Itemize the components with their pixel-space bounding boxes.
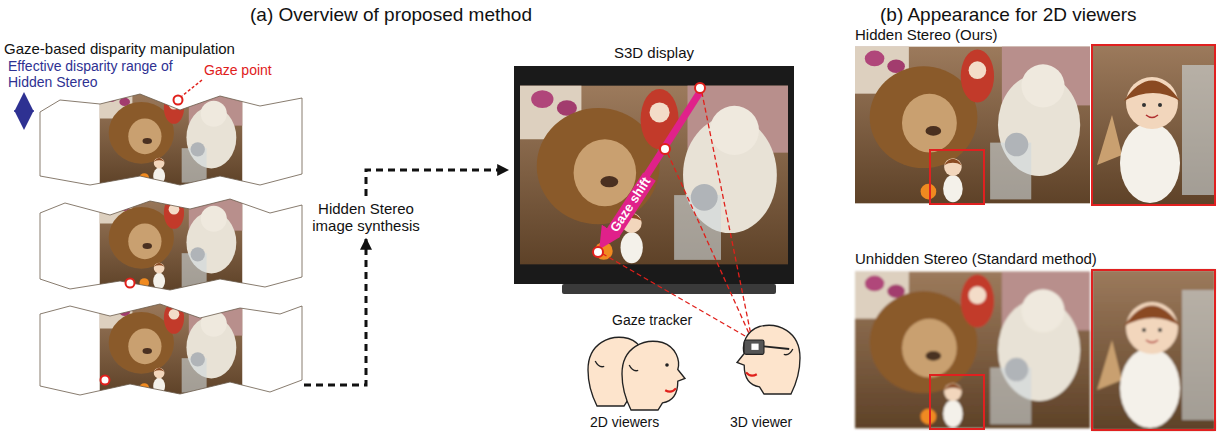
photo-unhidden-stereo (855, 270, 1215, 430)
arrow-label: Gaze shift (606, 172, 656, 237)
display-heading: S3D display (508, 44, 800, 61)
depth-map (40, 304, 302, 395)
gaze-point (174, 96, 183, 105)
gaze-point (101, 376, 110, 385)
panel-title: (a) Overview of proposed method (250, 4, 532, 26)
photo-hidden-stereo (855, 45, 1215, 205)
flow-arrow (366, 170, 508, 196)
panel-heading: Gaze-based disparity manipulation (4, 40, 304, 57)
s3d-display (514, 66, 794, 294)
node-box: S3D display (508, 44, 800, 300)
depth-map (40, 94, 302, 185)
depth-map (40, 199, 302, 290)
device-label: Gaze tracker (612, 312, 692, 328)
image-heading: Unhidden Stereo (Standard method) (855, 250, 1097, 267)
process-step: Hidden Stereo image synthesis (310, 200, 422, 235)
viewer-label: 3D viewer (730, 414, 792, 430)
annotation: Gaze point (204, 62, 272, 78)
viewer-head (622, 341, 685, 410)
flow-arrow (304, 239, 366, 385)
viewer-label: 2D viewers (590, 414, 659, 430)
node-box: Hidden Stereo image synthesis (306, 196, 426, 239)
image-heading: Hidden Stereo (Ours) (855, 26, 998, 43)
leader-line (182, 80, 202, 96)
annotation: Effective disparity range of Hidden Ster… (8, 58, 180, 90)
node-box: Gaze-based disparity manipulation (4, 40, 304, 410)
gaze-ray (603, 93, 752, 340)
panel-title: (b) Appearance for 2D viewers (880, 4, 1137, 26)
viewer-head (737, 325, 800, 394)
disparity-range-arrow (22, 96, 26, 126)
gaze-point (126, 279, 135, 288)
